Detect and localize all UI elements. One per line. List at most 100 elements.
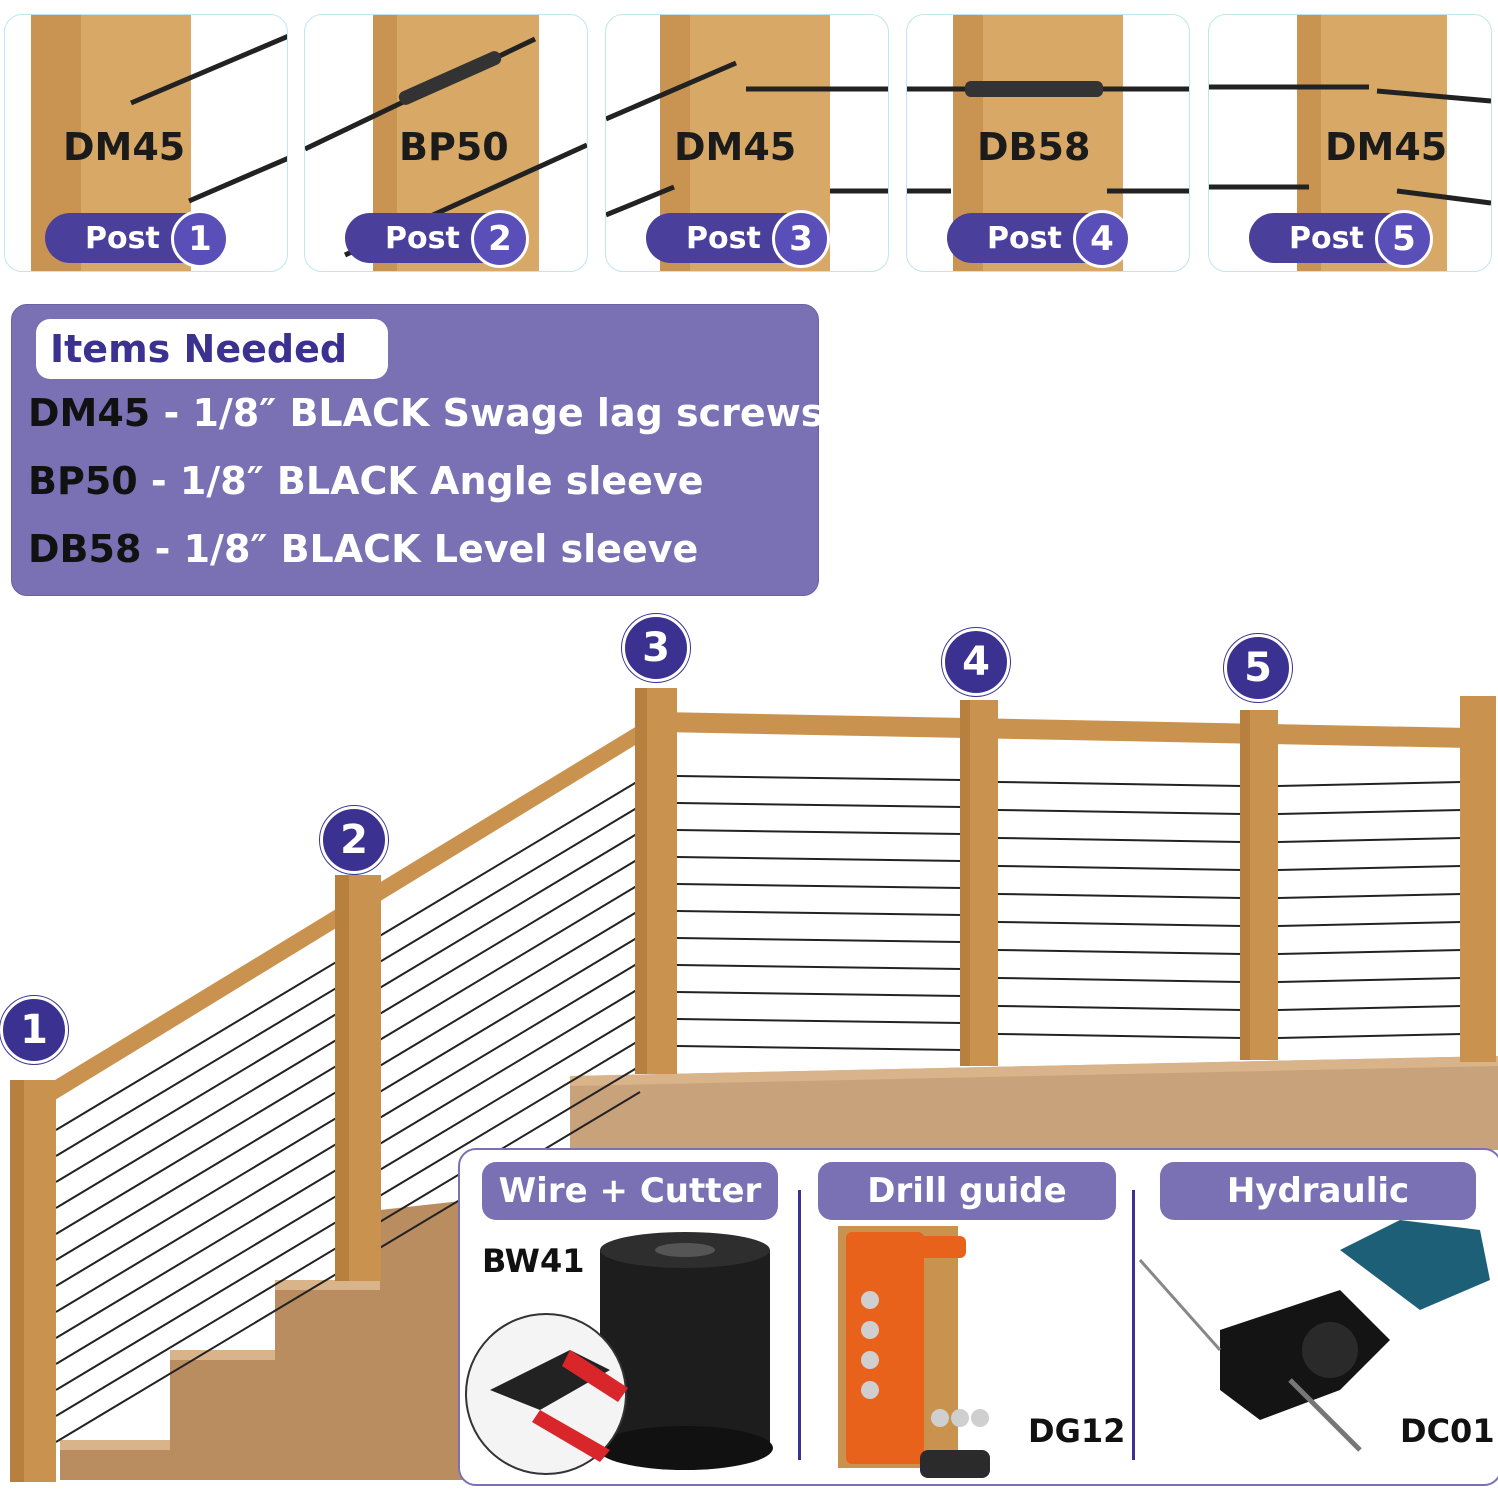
panel-post-4: DB58 Post 4 <box>906 14 1190 272</box>
item-line: DB58 - 1/8″ BLACK Level sleeve <box>28 527 698 571</box>
deck-cable <box>1277 949 1463 955</box>
post-label: Post <box>85 221 160 256</box>
cable-cutter-icon <box>465 1313 628 1475</box>
deck-cable <box>676 802 963 808</box>
post-3-shade <box>635 688 647 1074</box>
deck-cable <box>997 781 1243 787</box>
tool-title-drill-guide: Drill guide <box>818 1162 1116 1220</box>
deck-cable <box>997 893 1243 899</box>
post-badge-1: 1 <box>0 996 68 1064</box>
deck-cable <box>676 1018 963 1024</box>
tool-title-wire-cutter: Wire + Cutter <box>482 1162 778 1220</box>
drill-guide-icon <box>838 1226 990 1478</box>
deck-cable <box>676 883 963 889</box>
deck-cable <box>1277 781 1463 787</box>
item-line: DM45 - 1/8″ BLACK Swage lag screws <box>28 391 823 435</box>
post-number: 5 <box>1375 210 1433 268</box>
deck-cable <box>997 1005 1243 1011</box>
item-line: BP50 - 1/8″ BLACK Angle sleeve <box>28 459 703 503</box>
tool-divider <box>1132 1190 1135 1460</box>
panel-post-3: DM45 Post 3 <box>605 14 889 272</box>
panel-code: DM45 <box>674 125 797 169</box>
cable-group <box>55 775 1463 1443</box>
item-desc: - 1/8″ BLACK Level sleeve <box>141 527 699 571</box>
deck-cable <box>676 856 963 862</box>
post-badge-4: 4 <box>942 628 1010 696</box>
deck-edge <box>570 1056 1498 1086</box>
post-label: Post <box>385 221 460 256</box>
item-desc: - 1/8″ BLACK Angle sleeve <box>137 459 704 503</box>
post-badge-5: 5 <box>1224 634 1292 702</box>
deck-cable <box>676 775 963 781</box>
item-desc: - 1/8″ BLACK Swage lag screws <box>150 391 824 435</box>
deck-cable <box>676 937 963 943</box>
deck-cable <box>997 949 1243 955</box>
deck-cable <box>1277 921 1463 927</box>
tool-divider <box>798 1190 801 1460</box>
panel-post-5: DM45 Post 5 <box>1208 14 1492 272</box>
post-number: 3 <box>772 210 830 268</box>
item-code: DM45 <box>28 391 151 435</box>
stairs <box>60 1200 470 1480</box>
deck-cable <box>676 964 963 970</box>
post-2-shade <box>335 875 349 1281</box>
deck-cable <box>1277 977 1463 983</box>
deck-cable <box>997 837 1243 843</box>
wire-spool-icon <box>597 1232 773 1470</box>
hydraulic-crimper-icon <box>1138 1220 1490 1452</box>
deck-cable <box>1277 893 1463 899</box>
post-label: Post <box>686 221 761 256</box>
post-label: Post <box>987 221 1062 256</box>
items-needed-title: Items Needed <box>36 319 388 379</box>
deck-cable <box>1277 1033 1463 1039</box>
post-pill: Post 5 <box>1249 210 1433 268</box>
tool-code-dg12: DG12 <box>1028 1412 1126 1450</box>
deck-cable <box>1277 837 1463 843</box>
post-label: Post <box>1289 221 1364 256</box>
post-number: 4 <box>1073 210 1131 268</box>
post-4-shade <box>960 700 970 1066</box>
post-5-shade <box>1240 710 1250 1060</box>
post-pill: Post 4 <box>947 210 1131 268</box>
stair-tread <box>60 1440 170 1450</box>
post-badge-3: 3 <box>622 614 690 682</box>
item-code: DB58 <box>28 527 142 571</box>
post-pill: Post 1 <box>45 210 229 268</box>
panel-code: DB58 <box>977 125 1091 169</box>
deck-cable <box>997 921 1243 927</box>
deck-cable <box>1277 865 1463 871</box>
post-pill: Post 3 <box>646 210 830 268</box>
tool-code-bw41: BW41 <box>482 1242 585 1280</box>
deck-cable <box>676 991 963 997</box>
deck-cable <box>676 1045 963 1051</box>
panel-post-2: BP50 Post 2 <box>304 14 588 272</box>
deck-cable <box>1277 1005 1463 1011</box>
deck-cable <box>1277 809 1463 815</box>
deck-top-rail <box>660 712 1470 748</box>
deck-cable <box>997 865 1243 871</box>
panel-code: BP50 <box>399 125 509 169</box>
panel-code: DM45 <box>1325 125 1448 169</box>
tool-title-hydraulic-crimper: Hydraulic crimper <box>1160 1162 1476 1269</box>
panel-code: DM45 <box>63 125 186 169</box>
panel-post-1: DM45 Post 1 <box>4 14 288 272</box>
item-code: BP50 <box>28 459 138 503</box>
post-6 <box>1460 696 1496 1062</box>
items-needed-box: Items Needed DM45 - 1/8″ BLACK Swage lag… <box>11 304 823 596</box>
tools-illustration <box>465 1220 1490 1478</box>
post-1-shade <box>10 1080 24 1482</box>
deck-cable <box>997 809 1243 815</box>
stair-tread <box>170 1350 275 1360</box>
deck-cable <box>676 829 963 835</box>
tool-code-dc01: DC01 <box>1400 1412 1495 1450</box>
post-number: 2 <box>471 210 529 268</box>
post-number: 1 <box>171 210 229 268</box>
stair-tread <box>275 1280 380 1290</box>
post-badge-2: 2 <box>320 806 388 874</box>
deck-cable <box>997 1033 1243 1039</box>
deck-cable <box>676 910 963 916</box>
post-pill: Post 2 <box>345 210 529 268</box>
deck-cable <box>997 977 1243 983</box>
tools-box: Wire + Cutter Drill guide Hydraulic crim… <box>458 1148 1498 1486</box>
